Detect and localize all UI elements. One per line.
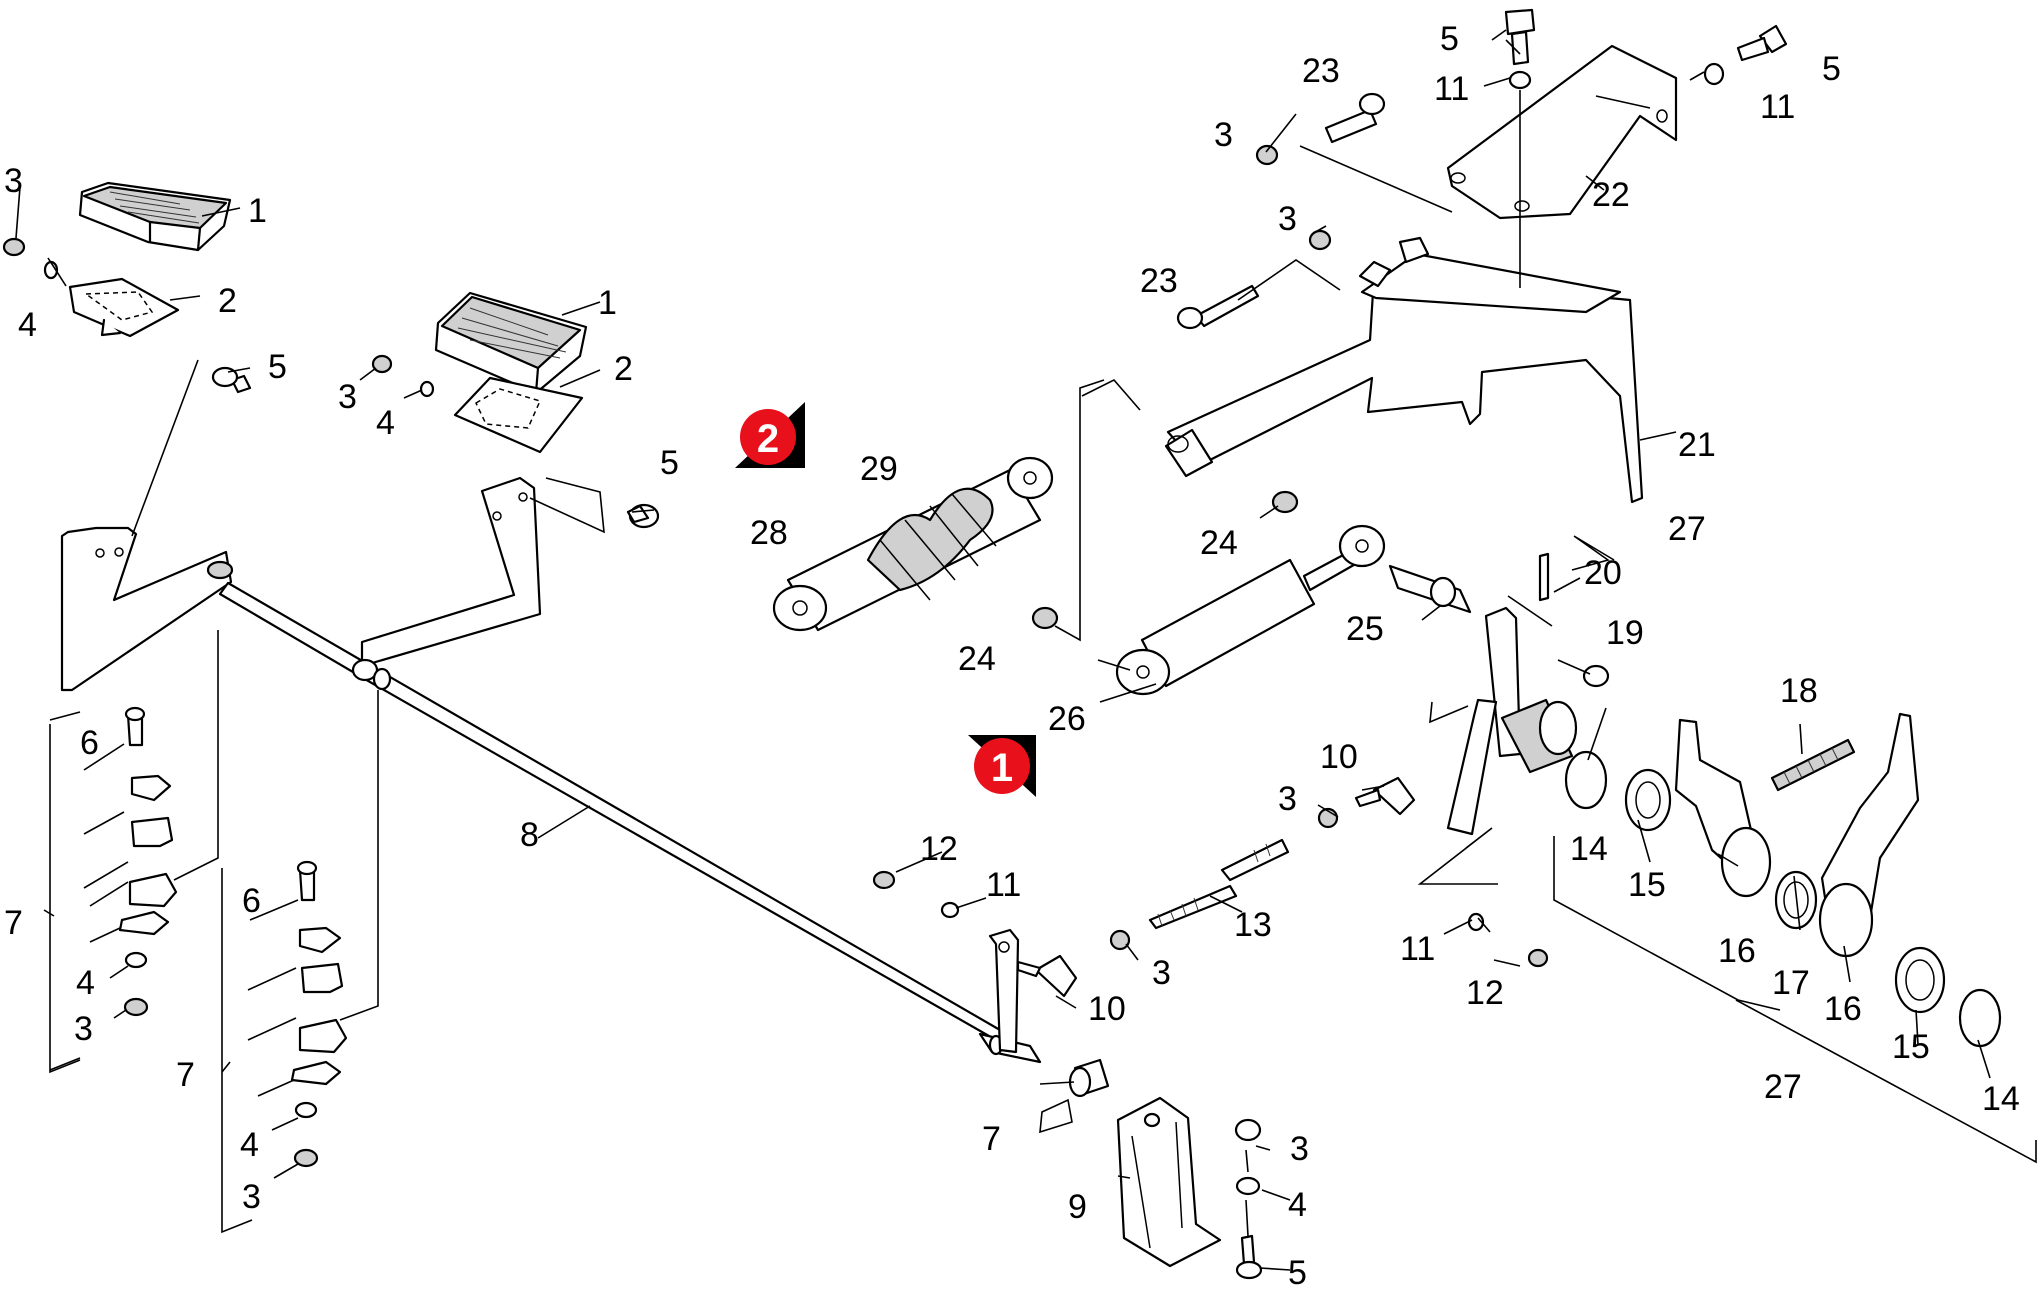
callout-label: 3 (338, 378, 357, 416)
callout-label: 11 (986, 866, 1021, 904)
callout-label: 16 (1718, 932, 1756, 970)
callout-label: 3 (1152, 954, 1171, 992)
callout-label: 28 (750, 514, 788, 552)
callout-label: 16 (1824, 990, 1862, 1028)
floor-bracket (1116, 1096, 1263, 1280)
callout-label: 14 (1570, 830, 1608, 868)
callout-label: 3 (74, 1010, 93, 1048)
callout-label: 17 (1772, 964, 1810, 1002)
callout-label: 5 (1288, 1254, 1307, 1292)
callout-label: 6 (80, 724, 99, 762)
callout-label: 4 (240, 1126, 259, 1164)
callout-label: 15 (1892, 1028, 1930, 1066)
callout-label: 23 (1302, 52, 1340, 90)
callout-label: 24 (958, 640, 996, 678)
callout-label: 7 (4, 904, 23, 942)
pedal-plate-center (453, 376, 584, 454)
callout-label: 3 (242, 1178, 261, 1216)
shaft-lever (988, 928, 1020, 1054)
callout-label: 11 (1434, 70, 1469, 108)
pedal-arm-center (360, 476, 542, 668)
callout-label: 20 (1584, 554, 1622, 592)
callout-label: 5 (268, 348, 287, 386)
pedal-pad-left (78, 181, 232, 252)
callout-label: 14 (1982, 1080, 2020, 1118)
callout-label: 15 (1628, 866, 1666, 904)
callout-label: 18 (1780, 672, 1818, 710)
marker-1[interactable]: 1 (968, 735, 1036, 797)
callout-labels: 1 1 2 2 3 3 3 3 3 3 3 3 3 4 4 4 4 4 5 5 … (4, 20, 2020, 1292)
callout-label: 29 (860, 450, 898, 488)
callout-label: 12 (1466, 974, 1504, 1012)
callout-label: 10 (1088, 990, 1126, 1028)
callout-label: 21 (1678, 426, 1716, 464)
callout-label: 23 (1140, 262, 1178, 300)
pedal-arm-left (60, 526, 233, 692)
callout-label: 1 (248, 192, 267, 230)
callout-label: 5 (1822, 50, 1841, 88)
callout-label: 13 (1234, 906, 1272, 944)
gas-spring (1115, 524, 1472, 696)
callout-label: 19 (1606, 614, 1644, 652)
callout-label: 4 (376, 404, 395, 442)
callout-label: 24 (1200, 524, 1238, 562)
callout-label: 3 (4, 162, 23, 200)
callout-label: 2 (614, 350, 633, 388)
callout-label: 8 (520, 816, 539, 854)
clamp-stack-center (290, 860, 348, 1168)
callout-label: 3 (1214, 116, 1233, 154)
callout-label: 3 (1278, 780, 1297, 818)
top-bracket (1176, 8, 1788, 330)
callout-label: 6 (242, 882, 261, 920)
callout-label: 22 (1592, 176, 1630, 214)
callout-label: 5 (660, 444, 679, 482)
callout-label: 2 (218, 282, 237, 320)
callout-label: 5 (1440, 20, 1459, 58)
callout-label: 3 (1290, 1130, 1309, 1168)
callout-label: 11 (1400, 930, 1435, 968)
callout-label: 3 (1278, 200, 1297, 238)
marker-2-label: 2 (757, 417, 779, 461)
callout-label: 7 (982, 1120, 1001, 1158)
marker-2[interactable]: 2 (735, 402, 805, 468)
clamp-stack-left (118, 706, 178, 1017)
callout-label: 4 (18, 306, 37, 344)
mount-bracket (1164, 236, 1644, 504)
callout-label: 27 (1764, 1068, 1802, 1106)
marker-1-label: 1 (991, 746, 1013, 790)
callout-label: 7 (176, 1056, 195, 1094)
callout-label: 12 (920, 830, 958, 868)
callout-label: 4 (1288, 1186, 1307, 1224)
right-lever-assembly (1446, 552, 2002, 1048)
leader-lines (15, 29, 2037, 1271)
pedal-plate-left (68, 277, 180, 338)
callout-label: 10 (1320, 738, 1358, 776)
hardware-small (2, 237, 1549, 1098)
callout-label: 9 (1068, 1188, 1087, 1226)
callout-label: 1 (598, 284, 617, 322)
callout-label: 27 (1668, 510, 1706, 548)
callout-label: 25 (1346, 610, 1384, 648)
callout-label: 4 (76, 964, 95, 1002)
callout-label: 26 (1048, 700, 1086, 738)
pedal-pad-center (434, 291, 588, 395)
shock-absorber (772, 456, 1054, 632)
callout-label: 11 (1760, 88, 1795, 126)
